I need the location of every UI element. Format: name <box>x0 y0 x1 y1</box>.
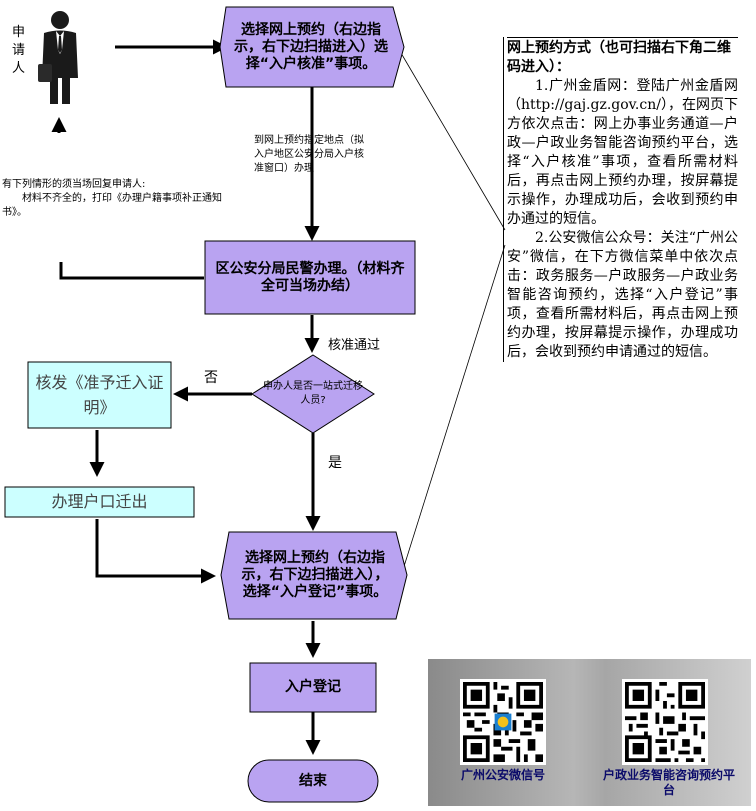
appointment-qr-code[interactable] <box>622 679 708 765</box>
step3-shape <box>220 531 408 620</box>
step2-text: 区公安分局民警办理。（材料齐全可当场办结） <box>210 248 410 308</box>
incomplete-materials-note: 有下列情形的须当场回复申请人: 材料不齐全的，打印《办理户籍事项补正通知书》。 <box>2 178 224 220</box>
panel-title: 网上预约方式（也可扫描右下角二维码进入）： <box>507 37 738 77</box>
register-text: 入户登记 <box>285 679 341 695</box>
step2-shape <box>204 240 416 315</box>
line-note-to-step2 <box>59 262 204 280</box>
permit-shape <box>27 361 172 429</box>
permit-text: 核发《准予迁入证明》 <box>35 373 164 417</box>
step1-text: 选择网上预约（右边指示，右下边扫描进入）选择“入户核准”事项。 <box>234 11 388 83</box>
arrow-moveout-to-step3 <box>95 519 216 584</box>
wechat-qr-caption: 广州公安微信号 <box>460 768 545 782</box>
note-line-2: 材料不齐全的，打印《办理户籍事项补正通知书》。 <box>2 193 222 218</box>
step1-shape <box>219 6 405 88</box>
note-line-1: 有下列情形的须当场回复申请人: <box>2 179 146 190</box>
wechat-qr-code[interactable] <box>460 679 546 765</box>
appointment-qr-caption: 户政业务智能咨询预约平台 <box>602 768 735 797</box>
wechat-qr-icon <box>463 682 543 762</box>
approved-label: 核准通过 <box>328 338 381 353</box>
step2-label: 区公安分局民警办理。（材料齐全可当场办结） <box>215 261 405 294</box>
qr-area: 广州公安微信号 户政业务智能咨询预约平台 <box>428 659 751 806</box>
appointment-qr-icon <box>625 682 705 762</box>
no-label: 否 <box>204 370 218 386</box>
businessman-icon <box>38 11 78 104</box>
moveout-shape <box>4 486 195 518</box>
end-shape <box>247 759 379 803</box>
step3-text: 选择网上预约（右边指示，右下边扫描进入），选择“入户登记”事项。 <box>236 537 394 613</box>
go-location-note: 到网上预约指定地点（拟入户地区公安分局入户核准窗口）办理 <box>254 135 364 174</box>
applicant-label: 申请人 <box>12 25 26 76</box>
register-shape <box>249 662 377 713</box>
step1-label: 选择网上预约（右边指示，右下边扫描进入）选择“入户核准”事项。 <box>234 21 388 72</box>
callout-line-top <box>400 52 506 231</box>
decision-shape <box>251 354 375 434</box>
appointment-info-panel: 网上预约方式（也可扫描右下角二维码进入）： 1.广州金盾网：登陆广州金盾网（ht… <box>503 37 738 362</box>
yes-label: 是 <box>328 455 342 471</box>
moveout-text: 办理户口迁出 <box>51 492 148 511</box>
step3-label: 选择网上预约（右边指示，右下边扫描进入），选择“入户登记”事项。 <box>241 549 389 600</box>
end-text: 结束 <box>299 773 327 789</box>
decision-text: 申办人是否一站式迁移人员? <box>263 381 363 406</box>
panel-method-1: 1.广州金盾网：登陆广州金盾网（http://gaj.gz.gov.cn/），在… <box>507 78 738 227</box>
panel-method-2: 2.公安微信公众号：关注“广州公安”微信，在下方微信菜单中依次点击：政务服务—户… <box>507 230 738 360</box>
callout-line-bottom <box>400 244 506 577</box>
